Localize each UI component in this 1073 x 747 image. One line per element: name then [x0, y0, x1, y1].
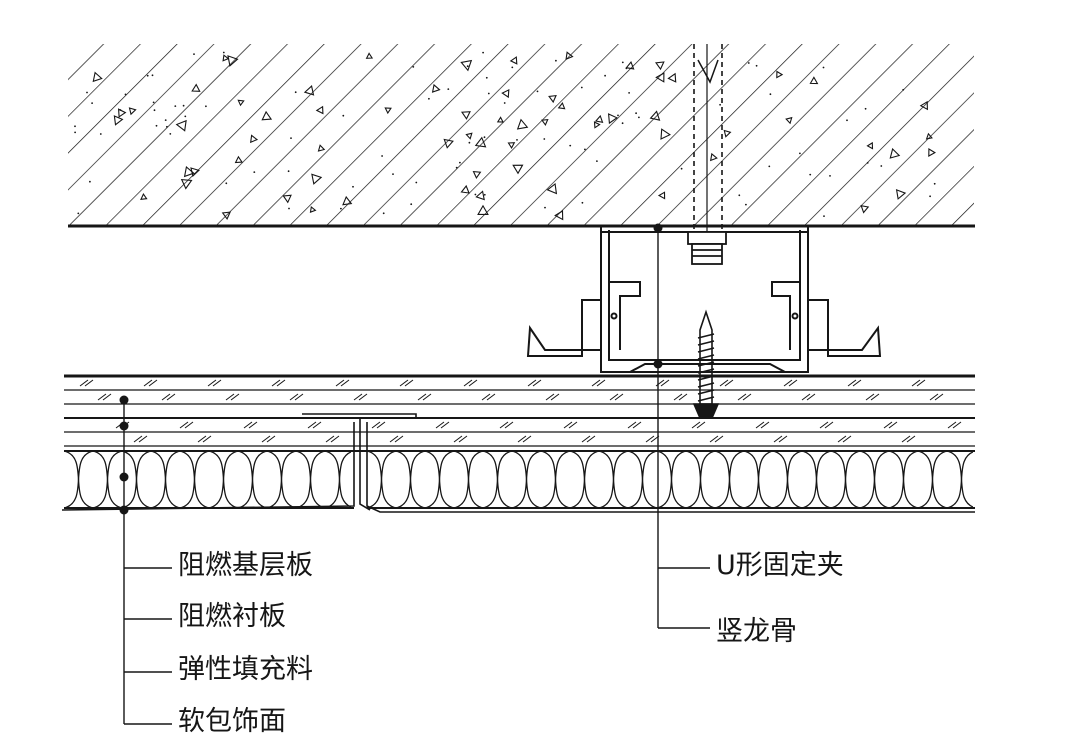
label-elastic-filler: 弹性填充料 — [178, 654, 313, 685]
anchor-bolt — [693, 44, 723, 232]
leader-dots — [119, 223, 663, 515]
label-fire-retardant-lining-board: 阻燃衬板 — [178, 601, 286, 632]
label-u-shaped-clip: U形固定夹 — [716, 550, 844, 581]
concrete-aggregate-marks — [74, 51, 936, 221]
label-vertical-stud: 竖龙骨 — [716, 616, 797, 647]
leader-lines — [123, 228, 710, 725]
finish-joint — [61, 413, 975, 513]
elastic-filler-layer — [64, 451, 975, 509]
label-fire-retardant-base-board: 阻燃基层板 — [178, 550, 313, 581]
bolt-nut — [687, 231, 727, 265]
board-layers — [64, 374, 975, 452]
concrete-wall — [68, 44, 975, 228]
label-soft-upholstery-finish: 软包饰面 — [178, 706, 286, 737]
